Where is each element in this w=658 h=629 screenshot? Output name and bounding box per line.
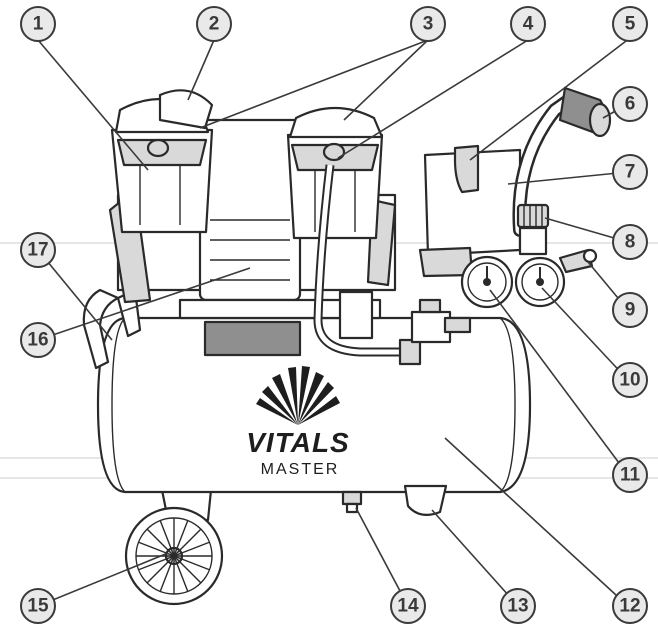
regulator-knob — [516, 203, 550, 256]
wheel — [124, 506, 224, 606]
callout-10-label: 10 — [619, 370, 640, 391]
callout-16-label: 16 — [27, 330, 48, 351]
sunburst-icon — [256, 366, 340, 425]
callout-15-label: 15 — [27, 596, 49, 617]
callout-7: 7 — [612, 154, 648, 190]
callout-13: 13 — [500, 588, 536, 624]
callout-2: 2 — [196, 6, 232, 42]
callout-16: 16 — [20, 322, 56, 358]
callout-17: 17 — [20, 232, 56, 268]
brand-subtitle: MASTER — [261, 461, 340, 478]
callout-9-label: 9 — [625, 300, 636, 321]
callout-10: 10 — [612, 362, 648, 398]
left-cylinder-head — [110, 89, 214, 234]
callout-1: 1 — [20, 6, 56, 42]
brand-name: VITALS — [246, 427, 349, 458]
outlet-pressure-gauge — [514, 256, 566, 308]
callout-5: 5 — [612, 6, 648, 42]
callout-15: 15 — [20, 588, 56, 624]
callout-17-label: 17 — [27, 240, 48, 261]
callout-2-label: 2 — [209, 14, 220, 35]
callout-3: 3 — [410, 6, 446, 42]
callout-13-label: 13 — [507, 596, 528, 617]
callout-8: 8 — [612, 224, 648, 260]
callout-1-label: 1 — [33, 14, 44, 35]
callout-6: 6 — [612, 86, 648, 122]
callout-8-label: 8 — [625, 232, 636, 253]
tank-pressure-gauge — [460, 255, 514, 309]
callout-14-label: 14 — [397, 596, 419, 617]
brand-logo: VITALS MASTER — [246, 366, 349, 478]
compressor-illustration: VITALS MASTER — [82, 86, 612, 606]
callout-11-label: 11 — [620, 465, 641, 486]
callout-5-label: 5 — [625, 14, 636, 35]
right-cylinder-head — [286, 106, 384, 240]
pressure-switch — [418, 144, 522, 278]
callout-12: 12 — [612, 588, 648, 624]
callout-3-label: 3 — [423, 14, 434, 35]
callout-4: 4 — [510, 6, 546, 42]
quick-coupler — [558, 248, 598, 274]
drain-valve — [341, 490, 363, 514]
callout-9: 9 — [612, 292, 648, 328]
callout-6-label: 6 — [625, 94, 636, 115]
callout-14: 14 — [390, 588, 426, 624]
callout-7-label: 7 — [625, 162, 636, 183]
air-hose — [313, 164, 472, 366]
callout-4-label: 4 — [523, 14, 534, 35]
callout-11: 11 — [612, 457, 648, 493]
callout-12-label: 12 — [619, 596, 640, 617]
